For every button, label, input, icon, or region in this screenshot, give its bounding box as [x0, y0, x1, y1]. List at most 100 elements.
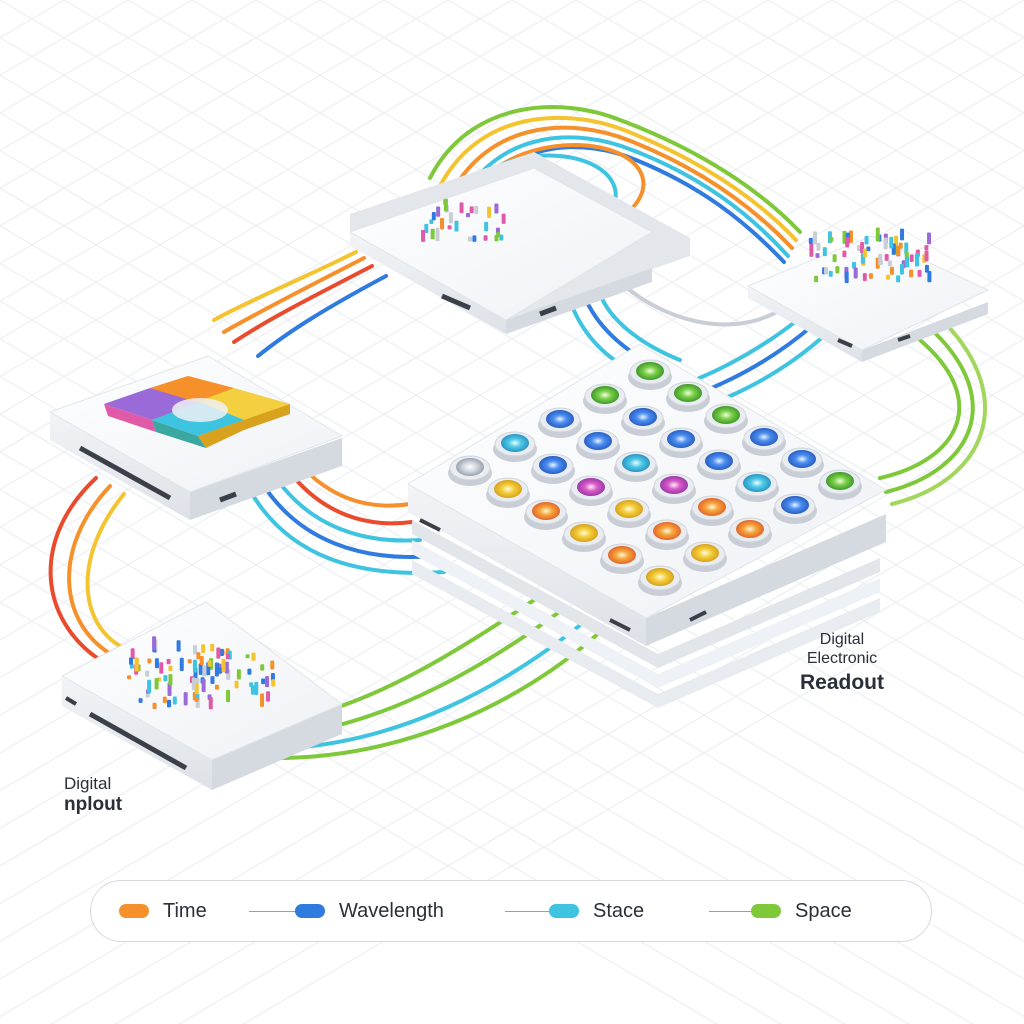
pixel-bar [199, 655, 204, 666]
pixel-bar [214, 684, 219, 690]
grid-line [0, 0, 193, 114]
pixel-bar [260, 664, 265, 671]
pixel-bar [234, 680, 239, 689]
pixel-bar [853, 267, 858, 279]
detector-pixel [622, 454, 650, 472]
detector-pixel [456, 458, 484, 476]
pixel-bar [424, 223, 429, 234]
pixel-bar [924, 250, 929, 262]
pixel-bar [224, 661, 229, 674]
detector-pixel [615, 500, 643, 518]
legend-separator [249, 911, 297, 912]
pixel-bar [168, 665, 173, 672]
pixel-bar [138, 698, 143, 703]
detector-pixel [577, 478, 605, 496]
right-processing-module [746, 227, 990, 362]
pixel-bar [147, 658, 152, 664]
pixel-bar [864, 235, 869, 245]
pixel-bar [214, 662, 219, 677]
detector-pixel [743, 474, 771, 492]
pixel-bar [829, 236, 834, 242]
input-label: Digital nplout [64, 774, 122, 817]
pixel-bar [154, 678, 159, 690]
grid-line [447, 0, 1024, 340]
pixel-bar [813, 231, 818, 245]
pixel-bar [862, 273, 867, 282]
pixel-bar [852, 261, 857, 269]
detector-pixel [636, 362, 664, 380]
pixel-bar [216, 647, 221, 659]
readout-label: Digital Electronic Readout [782, 630, 902, 696]
legend-label-space: Space [795, 899, 852, 922]
pixel-bar [883, 237, 888, 250]
pixel-bar [245, 654, 250, 659]
pixel-bar [494, 234, 499, 242]
pixel-bar [152, 636, 157, 651]
pixel-bar [878, 253, 883, 266]
pixel-bar [896, 275, 901, 283]
pixel-bar [430, 228, 435, 240]
pixel-bar [832, 254, 837, 263]
detector-pixel [584, 432, 612, 450]
pixel-bar [192, 659, 197, 673]
pixel-bar [221, 658, 226, 673]
pixel-bar [127, 675, 132, 680]
pixel-bar [219, 648, 224, 656]
top-module-pixel-cluster [421, 198, 506, 242]
pixel-bar [924, 245, 929, 251]
pixel-bar [431, 212, 436, 221]
pixel-bar [884, 254, 889, 261]
pixel-bar [218, 667, 223, 674]
legend-item-space: Space [751, 899, 852, 923]
detector-pixel [546, 410, 574, 428]
grid-line [575, 0, 1024, 265]
pixel-bar [260, 693, 265, 707]
detector-pixel [667, 430, 695, 448]
pixel-bar [270, 660, 275, 670]
legend-item-stace: Stace [549, 899, 644, 923]
pixel-bar [815, 253, 820, 258]
grid-line [0, 564, 782, 1024]
pixel-bar [875, 227, 880, 242]
left-processing-module [48, 355, 344, 520]
pixel-bar [145, 670, 150, 677]
pixel-bar [261, 678, 266, 685]
pixel-bar [842, 250, 847, 258]
legend-swatch-time [119, 904, 149, 918]
detector-pixel [712, 406, 740, 424]
detector-pixel [826, 472, 854, 490]
pixel-bar [225, 653, 230, 660]
pixel-bar [154, 658, 159, 669]
grid-line [0, 488, 910, 1024]
pixel-bar [183, 692, 188, 706]
pixel-bar [845, 236, 850, 248]
pixel-bar [270, 672, 275, 681]
pixel-bar [249, 682, 254, 687]
detector-pixel [674, 384, 702, 402]
pixel-bar [162, 696, 167, 704]
pixel-bar [915, 253, 919, 267]
pixel-bar [201, 679, 206, 693]
detector-pixel [532, 502, 560, 520]
detector-pixel [494, 480, 522, 498]
pixel-bar [265, 676, 270, 688]
pixel-bar [909, 269, 914, 278]
pixel-bar [924, 264, 929, 273]
pixel-bar [904, 242, 909, 255]
pixel-bar [467, 236, 472, 242]
grid-line [0, 526, 846, 1024]
legend-item-wavelength: Wavelength [295, 899, 444, 923]
grid-line [0, 0, 769, 453]
input-label-line2: nplout [64, 794, 123, 816]
pixel-bar [130, 648, 135, 660]
legend-label-time: Time [163, 899, 207, 922]
detector-pixel [646, 568, 674, 586]
legend-item-time: Time [119, 899, 207, 923]
grid-line [831, 0, 1024, 114]
legend-separator [709, 911, 755, 912]
